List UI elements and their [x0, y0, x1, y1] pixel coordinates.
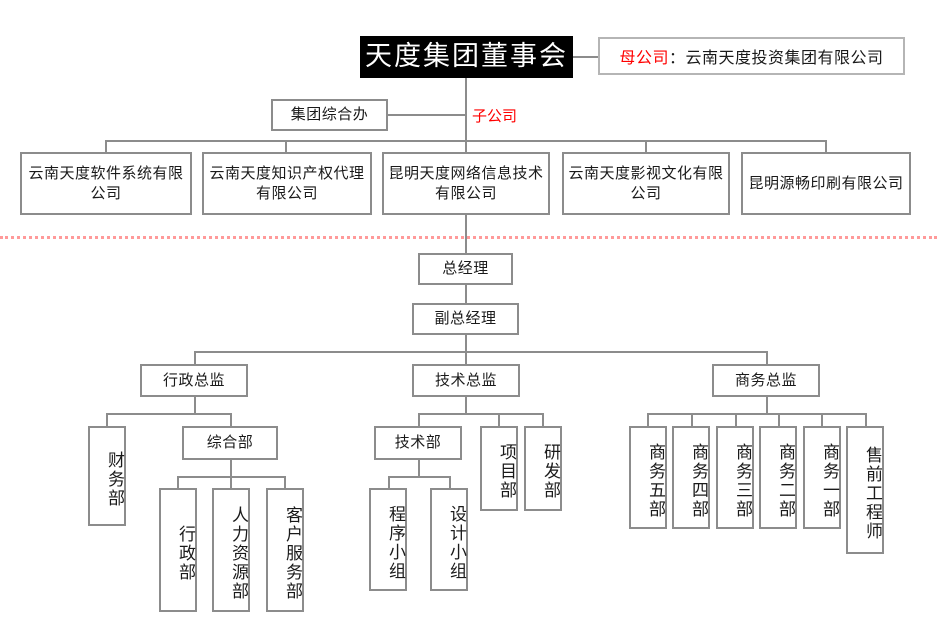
connector-deputy-drop	[465, 335, 467, 352]
node-subsidiary-1[interactable]: 云南天度软件系统有限公司	[20, 152, 192, 215]
node-technology-department[interactable]: 技术部	[374, 426, 462, 460]
node-subsidiary-5[interactable]: 昆明源畅印刷有限公司	[741, 152, 911, 215]
connector-sub-drop-2	[285, 140, 287, 153]
node-rd-department[interactable]: 研发部	[524, 426, 562, 511]
section-divider	[0, 236, 937, 239]
connector-director-bus	[194, 351, 767, 353]
connector-gm-to-deputy	[465, 285, 467, 303]
node-business-unit-2[interactable]: 商务二部	[759, 426, 797, 529]
node-business-unit-5[interactable]: 商务五部	[629, 426, 667, 529]
connector-business-bus	[647, 413, 865, 415]
node-presales-engineer[interactable]: 售前工程师	[846, 426, 884, 554]
connector-admin-drop-general	[230, 413, 232, 427]
connector-to-general-manager	[465, 215, 467, 254]
connector-tech-drop-1	[418, 413, 420, 427]
connector-ga-drop-1	[177, 476, 179, 489]
connector-admin-drop	[194, 397, 196, 414]
node-director-administration[interactable]: 行政总监	[140, 364, 248, 397]
root-node-board-of-directors[interactable]: 天度集团董事会	[360, 36, 573, 78]
connector-sub-drop-1	[105, 140, 107, 153]
node-business-unit-4[interactable]: 商务四部	[672, 426, 710, 529]
node-director-technology[interactable]: 技术总监	[412, 364, 520, 397]
node-finance-department[interactable]: 财务部	[88, 426, 126, 526]
connector-tech-drop-3	[542, 413, 544, 427]
node-customer-service-department[interactable]: 客户服务部	[266, 488, 304, 612]
node-subsidiary-3[interactable]: 昆明天度网络信息技术有限公司	[382, 152, 550, 215]
node-design-team[interactable]: 设计小组	[430, 488, 468, 591]
connector-sub-drop-4	[645, 140, 647, 153]
connector-tech-bus	[418, 413, 542, 415]
label-subsidiary-tag: 子公司	[472, 106, 518, 125]
legend-company-name: 云南天度投资集团有限公司	[685, 48, 884, 67]
connector-biz-drop-6	[865, 413, 867, 427]
connector-director-drop-2	[465, 351, 467, 365]
node-administration-department[interactable]: 行政部	[159, 488, 197, 612]
connector-biz-drop-5	[821, 413, 823, 427]
connector-sub-drop-3	[465, 140, 467, 153]
connector-techsub-drop-1	[388, 476, 390, 489]
node-group-general-office[interactable]: 集团综合办	[271, 99, 388, 131]
connector-tech-drop-2	[498, 413, 500, 427]
node-subsidiary-4[interactable]: 云南天度影视文化有限公司	[562, 152, 730, 215]
node-general-manager[interactable]: 总经理	[418, 253, 513, 285]
connector-admin-drop-finance	[106, 413, 108, 427]
legend-separator: ：	[668, 48, 686, 67]
connector-root-drop	[465, 78, 467, 141]
connector-biz-drop-4	[778, 413, 780, 427]
connector-techsub-drop-2	[449, 476, 451, 489]
connector-general-affairs-drop	[230, 460, 232, 477]
connector-ga-drop-3	[284, 476, 286, 489]
node-subsidiary-2[interactable]: 云南天度知识产权代理有限公司	[202, 152, 372, 215]
legend-parent-company: 母公司：云南天度投资集团有限公司	[598, 37, 905, 75]
connector-tech-dept-drop	[418, 460, 420, 477]
connector-root-to-legend	[573, 56, 598, 58]
connector-sub-drop-5	[825, 140, 827, 153]
connector-business-drop	[766, 397, 768, 414]
node-program-team[interactable]: 程序小组	[369, 488, 407, 591]
connector-director-drop-1	[194, 351, 196, 365]
connector-tech-dept-bus	[388, 476, 449, 478]
node-business-unit-1[interactable]: 商务一部	[803, 426, 841, 529]
node-director-business[interactable]: 商务总监	[712, 364, 820, 397]
connector-director-drop-3	[766, 351, 768, 365]
connector-biz-drop-1	[647, 413, 649, 427]
node-deputy-general-manager[interactable]: 副总经理	[412, 303, 519, 335]
connector-biz-drop-3	[735, 413, 737, 427]
connector-group-office-to-trunk	[388, 114, 465, 116]
connector-biz-drop-2	[691, 413, 693, 427]
node-human-resources-department[interactable]: 人力资源部	[212, 488, 250, 612]
node-business-unit-3[interactable]: 商务三部	[716, 426, 754, 529]
node-general-affairs-department[interactable]: 综合部	[182, 426, 278, 460]
connector-ga-drop-2	[230, 476, 232, 489]
legend-tag: 母公司	[619, 48, 669, 67]
node-project-department[interactable]: 项目部	[480, 426, 518, 511]
connector-admin-bus	[106, 413, 232, 415]
connector-tech-drop	[465, 397, 467, 414]
